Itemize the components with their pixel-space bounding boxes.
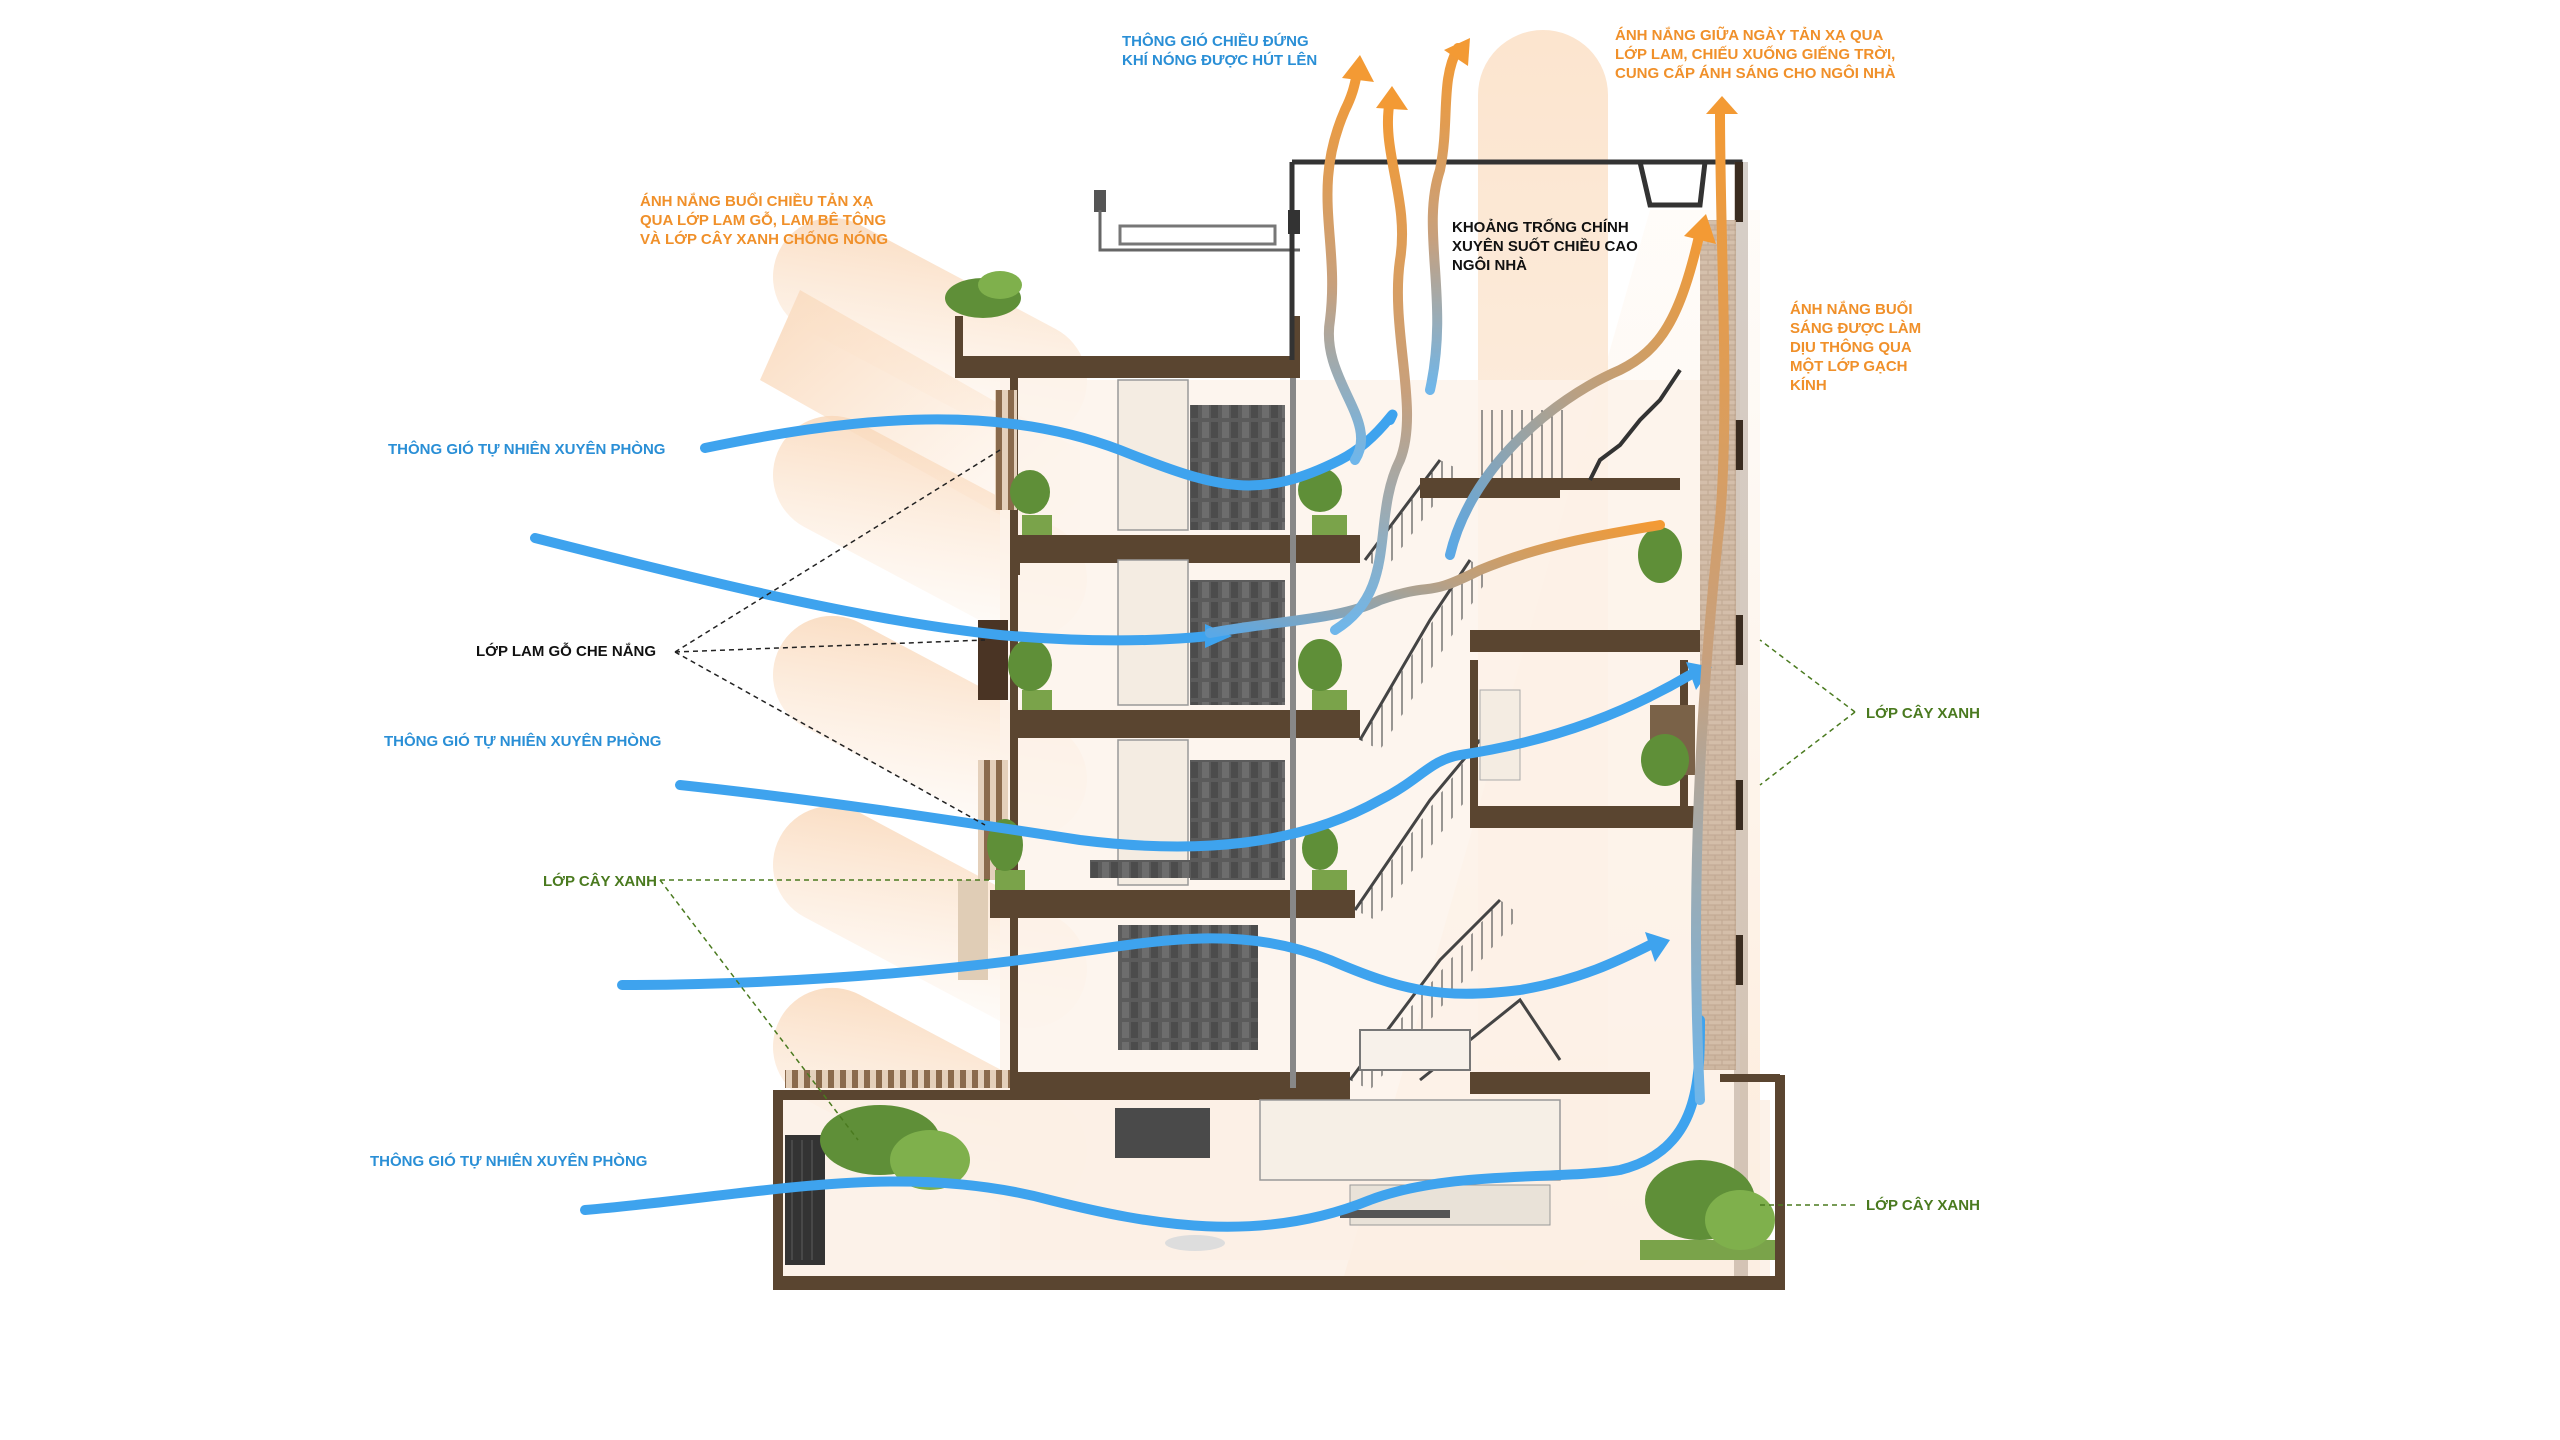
louver-leader-2: [674, 639, 986, 653]
airflow-1: [700, 409, 1398, 491]
label-vertical-ventilation: THÔNG GIÓ CHIỀU ĐỨNG KHÍ NÓNG ĐƯỢC HÚT L…: [1122, 33, 1318, 69]
midday-light-ray: [1691, 105, 1730, 1105]
window-floor-4: [1190, 580, 1285, 705]
window-floor-3: [1190, 760, 1285, 880]
plants: [820, 271, 1775, 1250]
louver-leader-1: [674, 449, 1001, 653]
airflow-5: [580, 1015, 1705, 1232]
stack-flow-2: [1330, 95, 1413, 635]
greenery-right-leader-1: [1759, 639, 1856, 713]
label-cross-ventilation-1: THÔNG GIÓ TỰ NHIÊN XUYÊN PHÒNG: [388, 441, 666, 458]
label-wood-louver: LỚP LAM GỖ CHE NẮNG: [476, 643, 657, 660]
greenery-left-leader-2: [659, 879, 859, 1141]
label-afternoon-sun: ÁNH NẮNG BUỔI CHIỀU TẢN XẠ QUA LỚP LAM G…: [640, 193, 889, 248]
label-greenery-left: LỚP CÂY XANH: [543, 873, 657, 890]
stack-ventilation-flows: [1322, 38, 1738, 1105]
stack-flow-3: [1425, 43, 1463, 395]
window-floor-5: [1190, 405, 1285, 530]
label-cross-ventilation-2: THÔNG GIÓ TỰ NHIÊN XUYÊN PHÒNG: [384, 733, 662, 750]
stack-flow-1: [1322, 65, 1366, 465]
label-morning-sun: ÁNH NẮNG BUỔI SÁNG ĐƯỢC LÀM DỊU THÔNG QU…: [1790, 301, 1922, 394]
airflow-2: [530, 533, 1215, 646]
airflow-3: [675, 670, 1695, 852]
leader-lines: [659, 449, 1856, 1206]
label-greenery-right-upper: LỚP CÂY XANH: [1866, 705, 1980, 722]
greenery-right-leader-2: [1759, 711, 1856, 786]
cross-ventilation-flows: [530, 409, 1712, 1232]
label-main-void: KHOẢNG TRỐNG CHÍNH XUYÊN SUỐT CHIỀU CAO …: [1452, 219, 1638, 274]
stack-flow-4: [1445, 227, 1705, 560]
airflow-2b: [1205, 520, 1665, 638]
roof-terrace-slab: [955, 356, 1300, 378]
label-greenery-right-lower: LỚP CÂY XANH: [1866, 1197, 1980, 1214]
airflow-4: [617, 933, 1655, 999]
label-cross-ventilation-3: THÔNG GIÓ TỰ NHIÊN XUYÊN PHÒNG: [370, 1153, 648, 1170]
ground-floor-slab: [775, 1276, 1785, 1290]
label-midday-sun: ÁNH NẮNG GIỮA NGÀY TẢN XẠ QUA LỚP LAM, C…: [1615, 27, 1896, 82]
entrance-pergola: [785, 1070, 1010, 1088]
